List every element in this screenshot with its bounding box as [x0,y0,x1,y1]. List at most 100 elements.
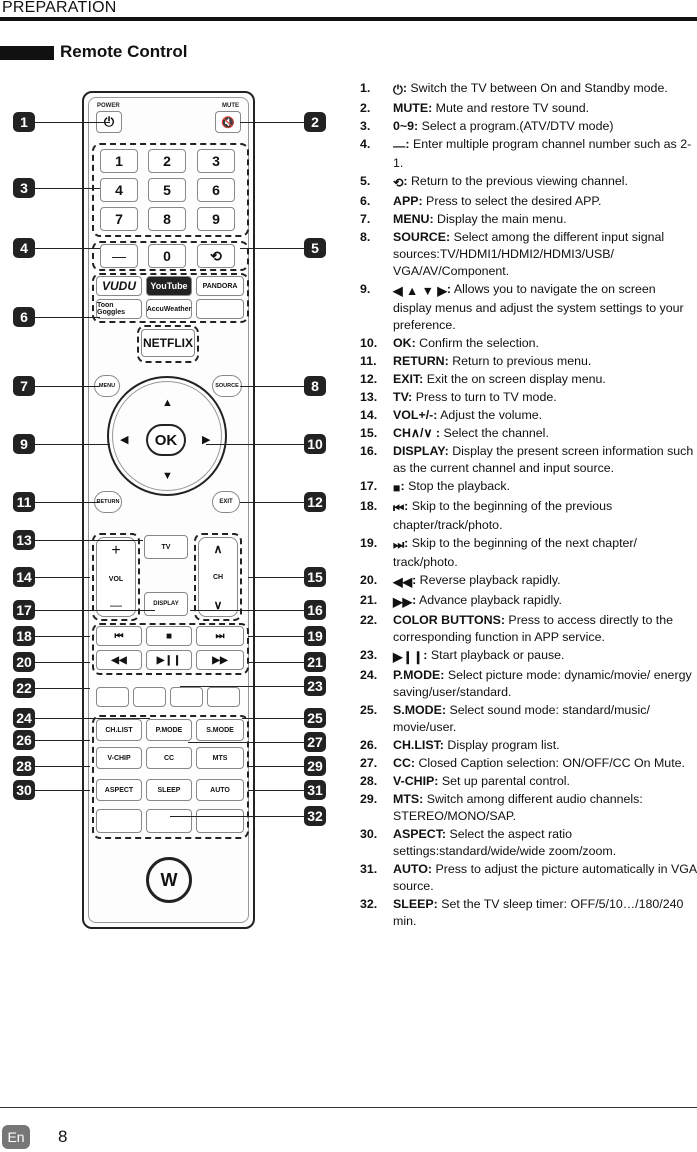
dash-button[interactable]: — [100,244,138,268]
item-key: CH∧/∨ : [393,426,441,440]
exit-button[interactable]: EXIT [212,491,240,513]
remote-illustration: POWER MUTE ⏻ 🔇 1 2 3 4 5 6 7 8 9 — 0 ⟲ V… [82,91,255,929]
ok-button[interactable]: OK [146,424,186,456]
volume-down-icon[interactable]: — [110,598,122,612]
ch-list-button[interactable]: CH.LIST [96,719,142,741]
item-text: Select a program.(ATV/DTV mode) [418,119,614,133]
color-button-1[interactable] [96,687,129,707]
blank-button-1[interactable] [96,809,142,833]
item-key: APP: [393,194,423,208]
channel-rocker[interactable]: ∧ CH ∨ [198,537,238,617]
item-text: Skip to the beginning of the next chapte… [393,536,637,569]
color-button-4[interactable] [207,687,240,707]
next-icon: ⏭ [393,538,405,552]
down-arrow-icon[interactable]: ▼ [162,470,173,482]
digit-4-button[interactable]: 4 [100,178,138,202]
channel-down-icon[interactable]: ∨ [213,598,223,612]
item-number: 3. [360,119,371,133]
previous-button[interactable]: ⏮ [96,626,142,646]
item-key: : [400,479,405,493]
v-chip-button[interactable]: V-CHIP [96,747,142,769]
callout-3: 3 [13,178,35,198]
rewind-button[interactable]: ◀◀ [96,650,142,670]
up-arrow-icon[interactable]: ▲ [162,397,173,409]
callout-line [35,386,100,387]
item-number: 21. [360,593,378,607]
item-key: P.MODE: [393,668,445,682]
fast-forward-button[interactable]: ▶▶ [196,650,244,670]
play-pause-button[interactable]: ▶❙❙ [146,650,192,670]
youtube-button[interactable]: YouTube [146,276,192,296]
callout-line [35,248,100,249]
source-button[interactable]: SOURCE [212,375,242,397]
tv-button[interactable]: TV [144,535,188,559]
callout-line [240,386,304,387]
s-mode-button[interactable]: S.MODE [196,719,244,741]
callout-19: 19 [304,626,326,646]
item-text: Select sound mode: standard/music/ movie… [393,703,650,734]
item-text: Press to adjust the picture automaticall… [393,862,697,893]
mute-button[interactable]: 🔇 [215,111,241,133]
digit-6-button[interactable]: 6 [197,178,235,202]
callout-14: 14 [13,567,35,587]
stop-button[interactable]: ■ [146,626,192,646]
accuweather-button[interactable]: AccuWeather [146,299,192,319]
callout-31: 31 [304,780,326,800]
item-text: Enter multiple program channel number su… [393,137,692,170]
recall-button[interactable]: ⟲ [197,244,235,268]
volume-up-icon[interactable]: + [111,542,121,559]
display-button[interactable]: DISPLAY [144,592,188,616]
cc-button[interactable]: CC [146,747,192,769]
color-button-2[interactable] [133,687,166,707]
toon-goggles-button[interactable]: Toon Goggles [96,299,142,319]
pandora-button[interactable]: PANDORA [196,276,244,296]
mute-icon: 🔇 [221,116,235,129]
item-text: Adjust the volume. [437,408,543,422]
netflix-button[interactable]: NETFLIX [141,329,195,357]
netflix-group [137,325,199,363]
digit-0-button[interactable]: 0 [148,244,186,268]
item-text: Select picture mode: dynamic/movie/ ener… [393,668,692,699]
callout-30: 30 [13,780,35,800]
item-text: Display the present screen information s… [393,444,694,475]
item-number: 13. [360,390,378,404]
auto-button[interactable]: AUTO [196,779,244,801]
blank-button-3[interactable] [196,809,244,833]
channel-up-icon[interactable]: ∧ [213,542,223,556]
digit-1-button[interactable]: 1 [100,149,138,173]
callout-6: 6 [13,307,35,327]
mts-button[interactable]: MTS [196,747,244,769]
list-item: 18.⏮: Skip to the beginning of the previ… [356,498,697,534]
blank-app-button[interactable] [196,299,244,319]
item-text: Allows you to navigate the on screen dis… [393,282,684,332]
p-mode-button[interactable]: P.MODE [146,719,192,741]
blank-button-2[interactable] [146,809,192,833]
digit-7-button[interactable]: 7 [100,207,138,231]
color-button-3[interactable] [170,687,203,707]
digit-3-button[interactable]: 3 [197,149,235,173]
item-text: Start playback or pause. [427,648,565,662]
item-text: Exit the on screen display menu. [423,372,606,386]
footer-rule [0,1107,697,1108]
next-icon: ⏭ [215,630,225,642]
list-item: 20.◀◀: Reverse playback rapidly. [356,572,697,591]
right-arrow-icon[interactable]: ▶ [202,434,211,446]
list-item: 11.RETURN: Return to previous menu. [356,353,697,370]
aspect-button[interactable]: ASPECT [96,779,142,801]
remote-body [88,97,249,923]
sleep-button[interactable]: SLEEP [146,779,192,801]
list-item: 31.AUTO: Press to adjust the picture aut… [356,861,697,895]
digit-5-button[interactable]: 5 [148,178,186,202]
item-text: Display the main menu. [433,212,567,226]
vudu-button[interactable]: VUDU [96,276,142,296]
digit-9-button[interactable]: 9 [197,207,235,231]
callout-28: 28 [13,756,35,776]
left-arrow-icon[interactable]: ◀ [120,434,129,446]
page-number: 8 [58,1127,68,1146]
digit-2-button[interactable]: 2 [148,149,186,173]
volume-rocker[interactable]: + VOL — [96,537,136,617]
power-icon: ⏻ [393,83,403,97]
callout-12: 12 [304,492,326,512]
digit-8-button[interactable]: 8 [148,207,186,231]
next-button[interactable]: ⏭ [196,626,244,646]
